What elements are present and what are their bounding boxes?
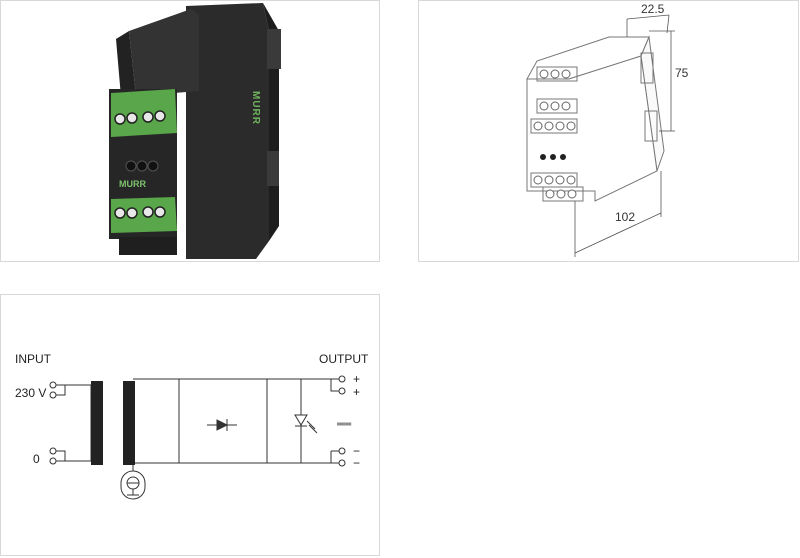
circuit-schematic-panel: INPUT OUTPUT 230 V 0: [0, 294, 380, 556]
minus-sign-1: −: [353, 444, 360, 458]
dim-height-label: 75: [675, 66, 689, 80]
dim-depth-label: 102: [615, 210, 635, 224]
front-brand-label: MURR: [119, 179, 146, 189]
module-side-housing: [186, 3, 269, 259]
output-label: OUTPUT: [319, 352, 369, 366]
output-terminal-2: [338, 387, 346, 395]
fuse-symbol: [120, 470, 146, 500]
output-terminal-3: [338, 447, 346, 455]
housing-body: [526, 55, 658, 202]
terminal-screw-circles: [533, 69, 577, 199]
dimension-drawing-panel: 22.5 75 102: [418, 0, 799, 262]
terminal-row-2: [536, 98, 578, 114]
module-bottom-foot: [119, 237, 177, 255]
terminal-screws-top: [114, 110, 166, 125]
terminal-row-3: [530, 118, 578, 134]
diode-icon: [207, 419, 237, 431]
status-leds: [125, 160, 159, 172]
din-clip-top: [267, 29, 281, 69]
circuit-schematic: INPUT OUTPUT 230 V 0: [15, 352, 369, 500]
module-top-block: [129, 9, 199, 96]
led-icon: [294, 414, 318, 434]
indicator-dots: [540, 154, 566, 160]
output-terminal-4: [338, 459, 346, 467]
voltage-label: 230 V: [15, 386, 46, 400]
input-terminal-4: [49, 457, 57, 465]
plus-sign-2: +: [353, 385, 360, 399]
product-photo-panel: MURR MURR: [0, 0, 380, 262]
input-terminal-3: [49, 447, 57, 455]
rail-clip-bottom: [644, 110, 658, 142]
terminal-row-1: [536, 66, 578, 82]
input-label: INPUT: [15, 352, 52, 366]
dim-line-width: [626, 14, 670, 20]
transformer-primary: [91, 381, 103, 465]
side-brand-logo: MURR: [250, 91, 261, 125]
terminal-row-5: [542, 186, 584, 202]
dim-width-label: 22.5: [641, 2, 665, 16]
dim-line-depth: [574, 212, 662, 254]
input-terminal-2: [49, 391, 57, 399]
din-clip-bottom: [267, 151, 279, 186]
minus-sign-2: −: [353, 456, 360, 470]
power-supply-module-photo: MURR MURR: [109, 3, 281, 259]
dimension-line-drawing: 22.5 75 102: [526, 2, 689, 257]
module-top-left: [116, 31, 136, 97]
rail-clip-top: [640, 52, 654, 84]
transformer-secondary: [123, 381, 135, 465]
input-terminal-1: [49, 381, 57, 389]
zero-label: 0: [33, 452, 40, 466]
dc-symbol: ══: [336, 419, 352, 430]
plus-sign-1: +: [353, 372, 360, 386]
output-terminal-1: [338, 375, 346, 383]
rectifier-box: [178, 378, 268, 464]
terminal-screws-bottom: [114, 206, 166, 219]
